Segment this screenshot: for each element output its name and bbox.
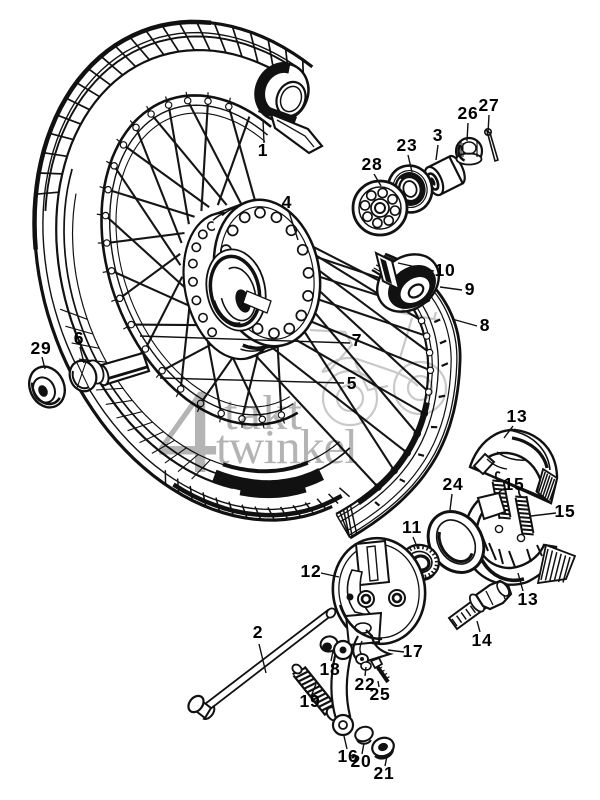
svg-text:13: 13 bbox=[506, 406, 527, 426]
svg-text:19: 19 bbox=[299, 691, 320, 711]
svg-text:15: 15 bbox=[503, 474, 524, 494]
svg-text:27: 27 bbox=[478, 95, 499, 115]
svg-text:16: 16 bbox=[337, 746, 358, 766]
svg-text:twinkel: twinkel bbox=[216, 419, 358, 474]
svg-text:23: 23 bbox=[396, 135, 417, 155]
svg-text:22: 22 bbox=[354, 674, 375, 694]
svg-text:26: 26 bbox=[457, 103, 478, 123]
svg-text:28: 28 bbox=[361, 154, 382, 174]
svg-text:24: 24 bbox=[442, 474, 463, 494]
svg-text:takt: takt bbox=[224, 385, 302, 440]
svg-text:7: 7 bbox=[352, 330, 363, 350]
svg-text:20: 20 bbox=[350, 751, 371, 771]
svg-text:4: 4 bbox=[157, 364, 218, 499]
svg-text:11: 11 bbox=[402, 517, 422, 537]
svg-text:13: 13 bbox=[517, 589, 538, 609]
svg-text:8: 8 bbox=[480, 315, 491, 335]
svg-text:9: 9 bbox=[465, 279, 476, 299]
svg-text:10: 10 bbox=[434, 260, 455, 280]
svg-text:25: 25 bbox=[369, 684, 390, 704]
svg-text:1: 1 bbox=[258, 140, 269, 160]
svg-text:21: 21 bbox=[373, 763, 394, 783]
svg-text:17: 17 bbox=[402, 641, 423, 661]
svg-text:5: 5 bbox=[347, 373, 358, 393]
svg-text:15: 15 bbox=[554, 501, 575, 521]
svg-text:2: 2 bbox=[253, 622, 264, 642]
svg-text:3: 3 bbox=[433, 125, 444, 145]
svg-text:29: 29 bbox=[30, 338, 51, 358]
svg-text:18: 18 bbox=[319, 659, 340, 679]
svg-text:6: 6 bbox=[74, 328, 85, 348]
svg-text:12: 12 bbox=[300, 561, 321, 581]
svg-text:14: 14 bbox=[471, 630, 492, 650]
svg-text:4: 4 bbox=[282, 192, 293, 212]
